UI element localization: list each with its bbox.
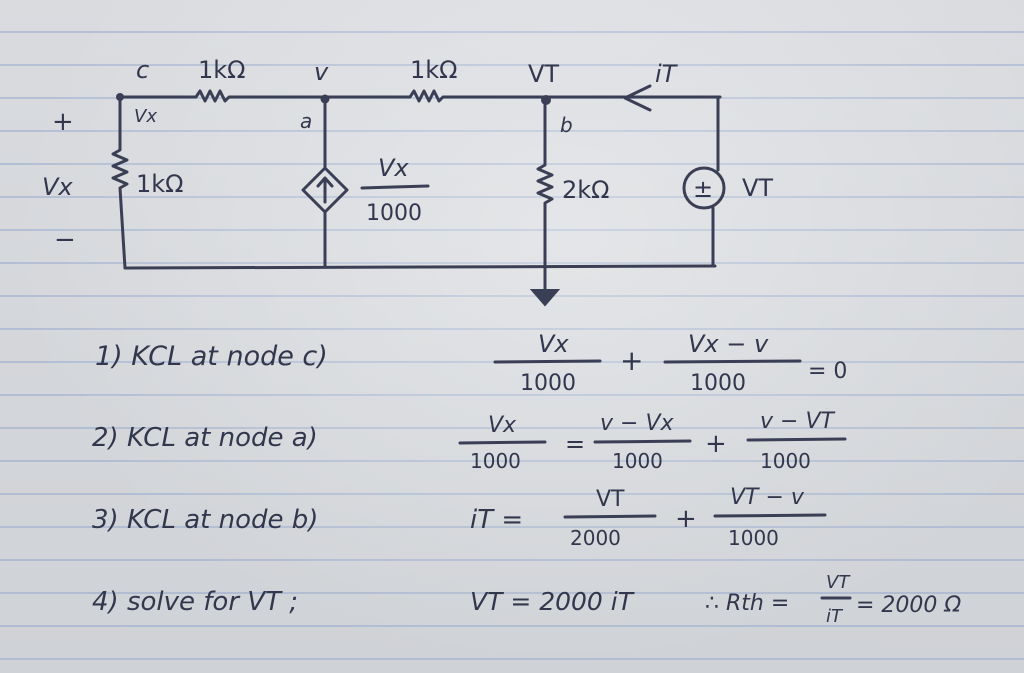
eq4-therefore: ∴ Rth = xyxy=(705,591,789,616)
left-branch xyxy=(111,95,129,270)
vx-left-label: Vx xyxy=(42,173,73,201)
eq2-term1-den: 1000 xyxy=(470,449,521,473)
up-arrow-icon xyxy=(316,176,334,204)
eq3-term2-den: 1000 xyxy=(728,526,779,550)
eq1-term1-bar xyxy=(493,359,602,364)
eq2-term3-den: 1000 xyxy=(760,449,811,473)
eq3-lhs: iT = xyxy=(470,505,523,535)
r3-label: 1kΩ xyxy=(136,170,184,198)
node-b-dot xyxy=(541,95,551,105)
r1-label: 1kΩ xyxy=(198,56,246,84)
node-vt-label: VT xyxy=(528,60,559,88)
eq2-term2-num: v − Vx xyxy=(600,411,674,436)
node-a-dot xyxy=(320,94,330,104)
eq2-eq: = xyxy=(565,430,585,458)
branch-2k xyxy=(536,95,554,292)
dep-numerator: Vx xyxy=(378,154,409,182)
ground-icon xyxy=(529,289,561,307)
vx-inner-label: Vx xyxy=(134,106,157,127)
eq4-frac-num: VT xyxy=(826,572,851,593)
source-polarity-icon: ± xyxy=(693,175,713,203)
eq3-term2-num: VT − v xyxy=(730,485,805,510)
minus-sign: − xyxy=(54,225,76,255)
node-c-dot xyxy=(116,93,124,101)
node-a-label: a xyxy=(300,109,312,133)
eq1-term2-bar xyxy=(663,359,802,364)
eq1-term2-num: Vx − v xyxy=(688,330,769,358)
current-arrow-icon xyxy=(623,84,652,112)
eq1-term1-num: Vx xyxy=(538,330,569,358)
eq2-term1-bar xyxy=(458,440,547,445)
eq3-term2-bar xyxy=(713,513,827,518)
eq1-tail: = 0 xyxy=(808,359,847,384)
node-b-label: b xyxy=(560,113,573,137)
r4-label: 2kΩ xyxy=(562,176,610,204)
eq3-term1-bar xyxy=(563,514,657,519)
eq2-term3-num: v − VT xyxy=(760,409,835,434)
node-v-label: v xyxy=(314,58,329,86)
eq1-op: + xyxy=(620,344,643,377)
eq3-term1-num: VT xyxy=(596,487,625,512)
source-vt-label: VT xyxy=(742,174,773,202)
voltage-source-circle xyxy=(682,166,726,210)
eq4-prefix: 4) solve for VT ; xyxy=(92,587,298,617)
r2-label: 1kΩ xyxy=(410,56,458,84)
plus-sign: + xyxy=(52,107,74,137)
eq4-result: VT = 2000 iT xyxy=(470,587,635,616)
eq1-prefix: 1) KCL at node c) xyxy=(95,341,328,372)
eq4-value: = 2000 Ω xyxy=(856,593,961,618)
eq1-term1-den: 1000 xyxy=(520,371,576,396)
eq2-term1-num: Vx xyxy=(488,413,517,438)
bottom-wire xyxy=(123,264,717,270)
top-wire xyxy=(118,89,722,103)
eq2-term2-den: 1000 xyxy=(612,449,663,473)
eq2-term3-bar xyxy=(746,437,847,442)
eq3-term1-den: 2000 xyxy=(570,526,621,550)
eq2-term2-bar xyxy=(593,439,692,444)
eq3-prefix: 3) KCL at node b) xyxy=(92,505,318,535)
dep-fraction-bar xyxy=(360,184,430,190)
eq3-op: + xyxy=(675,504,697,534)
eq2-prefix: 2) KCL at node a) xyxy=(92,423,318,453)
eq1-term2-den: 1000 xyxy=(690,371,746,396)
current-it-label: iT xyxy=(655,60,679,88)
dep-denominator: 1000 xyxy=(366,201,422,226)
eq2-op: + xyxy=(705,429,727,459)
eq4-frac-den: iT xyxy=(826,606,844,627)
node-c-label: c xyxy=(136,56,149,84)
